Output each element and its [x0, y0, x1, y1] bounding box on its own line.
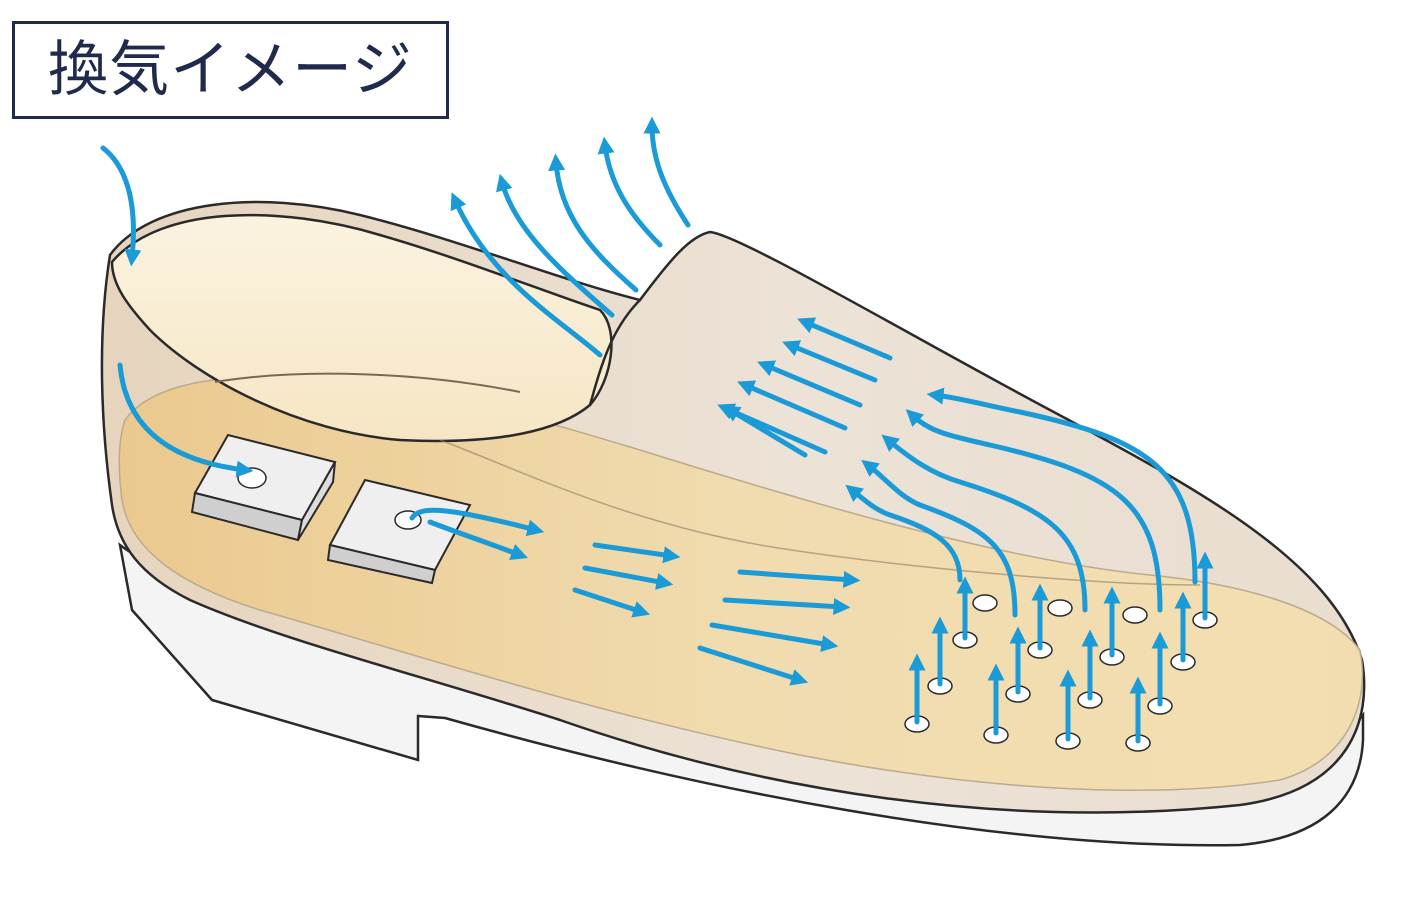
airflow-arrow — [592, 542, 681, 564]
airflow-arrows — [100, 116, 1214, 744]
airflow-arrow — [926, 387, 1198, 585]
airflow-arrow — [697, 645, 809, 686]
airflow-arrow — [881, 434, 1088, 613]
airflow-arrow — [845, 484, 963, 583]
airflow-arrow — [100, 145, 142, 267]
airflow-arrow — [597, 136, 663, 248]
airflow-arrow — [737, 569, 861, 588]
airflow-arrow — [496, 173, 615, 318]
airflow-arrow — [572, 587, 651, 618]
airflow-arrow — [797, 317, 893, 361]
airflow-arrow — [737, 380, 848, 431]
vent-pad-rear — [190, 433, 337, 542]
vent-hole — [1047, 599, 1073, 617]
vent-pad-front — [326, 478, 472, 585]
vent-hole — [1122, 606, 1148, 624]
airflow-arrow — [782, 340, 878, 383]
shoe-collar-opening — [110, 213, 613, 443]
airflow-arrow — [548, 153, 639, 293]
airflow-arrow — [905, 409, 1163, 613]
airflow-arrow — [582, 565, 674, 590]
airflow-arrow — [722, 597, 851, 615]
vent-hole — [972, 594, 998, 612]
airflow-arrow — [643, 116, 691, 228]
airflow-arrow — [722, 405, 808, 458]
diagram-title: 換気イメージ — [48, 35, 413, 105]
airflow-arrow — [861, 459, 1018, 618]
airflow-arrow — [757, 360, 863, 408]
airflow-arrow — [709, 622, 839, 652]
title-box: 換気イメージ — [12, 21, 449, 119]
airflow-arrow — [409, 507, 545, 537]
airflow-arrow — [117, 362, 254, 478]
airflow-arrow — [450, 192, 603, 358]
airflow-arrow — [427, 519, 528, 560]
